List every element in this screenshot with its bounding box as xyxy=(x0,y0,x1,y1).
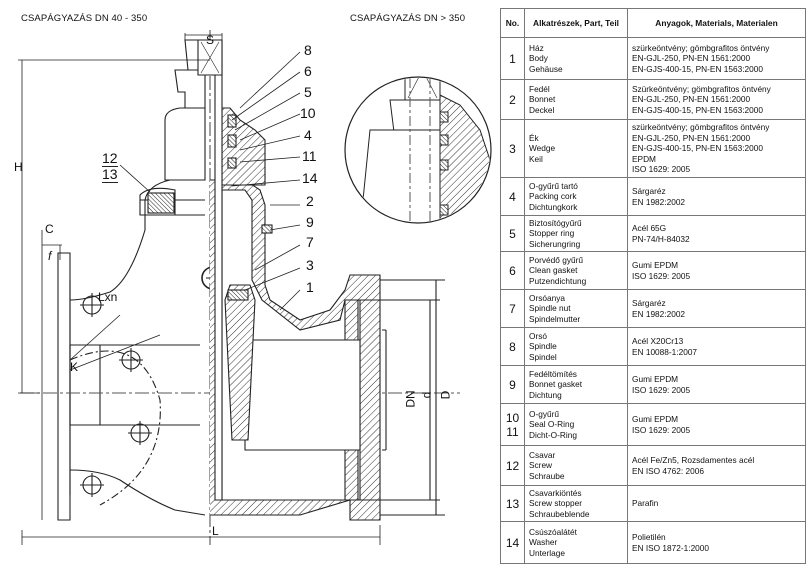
callout-2: 2 xyxy=(306,193,314,209)
callout-11: 11 xyxy=(302,148,317,164)
dim-d-small-label: d xyxy=(419,391,434,399)
part-number: 13 xyxy=(500,485,525,522)
part-number: 6 xyxy=(500,251,525,290)
dim-dn-label: DN xyxy=(403,390,418,408)
part-number: 12 xyxy=(500,445,525,486)
callout-4: 4 xyxy=(304,127,312,143)
dim-k-label: K xyxy=(70,360,79,374)
caption-large-dn: CSAPÁGYAZÁS DN > 350 xyxy=(350,13,466,24)
dim-s-label: S xyxy=(206,33,215,47)
callout-5: 5 xyxy=(304,84,312,100)
valve-cross-section xyxy=(18,30,492,545)
callout-13: 13 xyxy=(102,166,118,183)
dim-f-label: f xyxy=(48,249,52,263)
callout-7: 7 xyxy=(306,234,314,250)
dim-length-label: L xyxy=(212,524,219,538)
valve-drawing: CSAPÁGYAZÁS DN 40 - 350 CSAPÁGYAZÁS DN >… xyxy=(14,13,492,545)
part-number: 1 xyxy=(500,37,525,80)
part-number: 2 xyxy=(500,79,525,120)
header-material: Anyagok, Materials, Materialen xyxy=(627,8,806,38)
dim-bolt-label: Lxn xyxy=(98,290,118,304)
part-number: 3 xyxy=(500,119,525,178)
callout-12: 12 xyxy=(102,150,118,167)
part-material: Parafin xyxy=(627,485,806,522)
callout-8: 8 xyxy=(304,42,312,58)
dim-h-label: H xyxy=(14,160,23,174)
part-number: 14 xyxy=(500,521,525,564)
callout-3: 3 xyxy=(306,257,314,273)
callout-10: 10 xyxy=(300,105,316,121)
callout-1: 1 xyxy=(306,279,314,295)
callout-14: 14 xyxy=(302,170,318,186)
header-no: No. xyxy=(500,8,525,38)
callout-6: 6 xyxy=(304,63,312,79)
dim-d-large-label: D xyxy=(438,390,453,400)
part-number: 5 xyxy=(500,215,525,252)
part-number: 9 xyxy=(500,365,525,404)
header-part: Alkatrészek, Part, Teil xyxy=(524,8,628,38)
dim-c-label: C xyxy=(45,222,54,236)
caption-small-dn: CSAPÁGYAZÁS DN 40 - 350 xyxy=(21,13,148,24)
part-number: 7 xyxy=(500,289,525,328)
parts-table-header: No. Alkatrészek, Part, Teil Anyagok, Mat… xyxy=(500,8,806,38)
part-number: 8 xyxy=(500,327,525,366)
parts-table: No. Alkatrészek, Part, Teil Anyagok, Mat… xyxy=(500,8,806,564)
callout-9: 9 xyxy=(306,214,314,230)
part-number: 4 xyxy=(500,177,525,216)
